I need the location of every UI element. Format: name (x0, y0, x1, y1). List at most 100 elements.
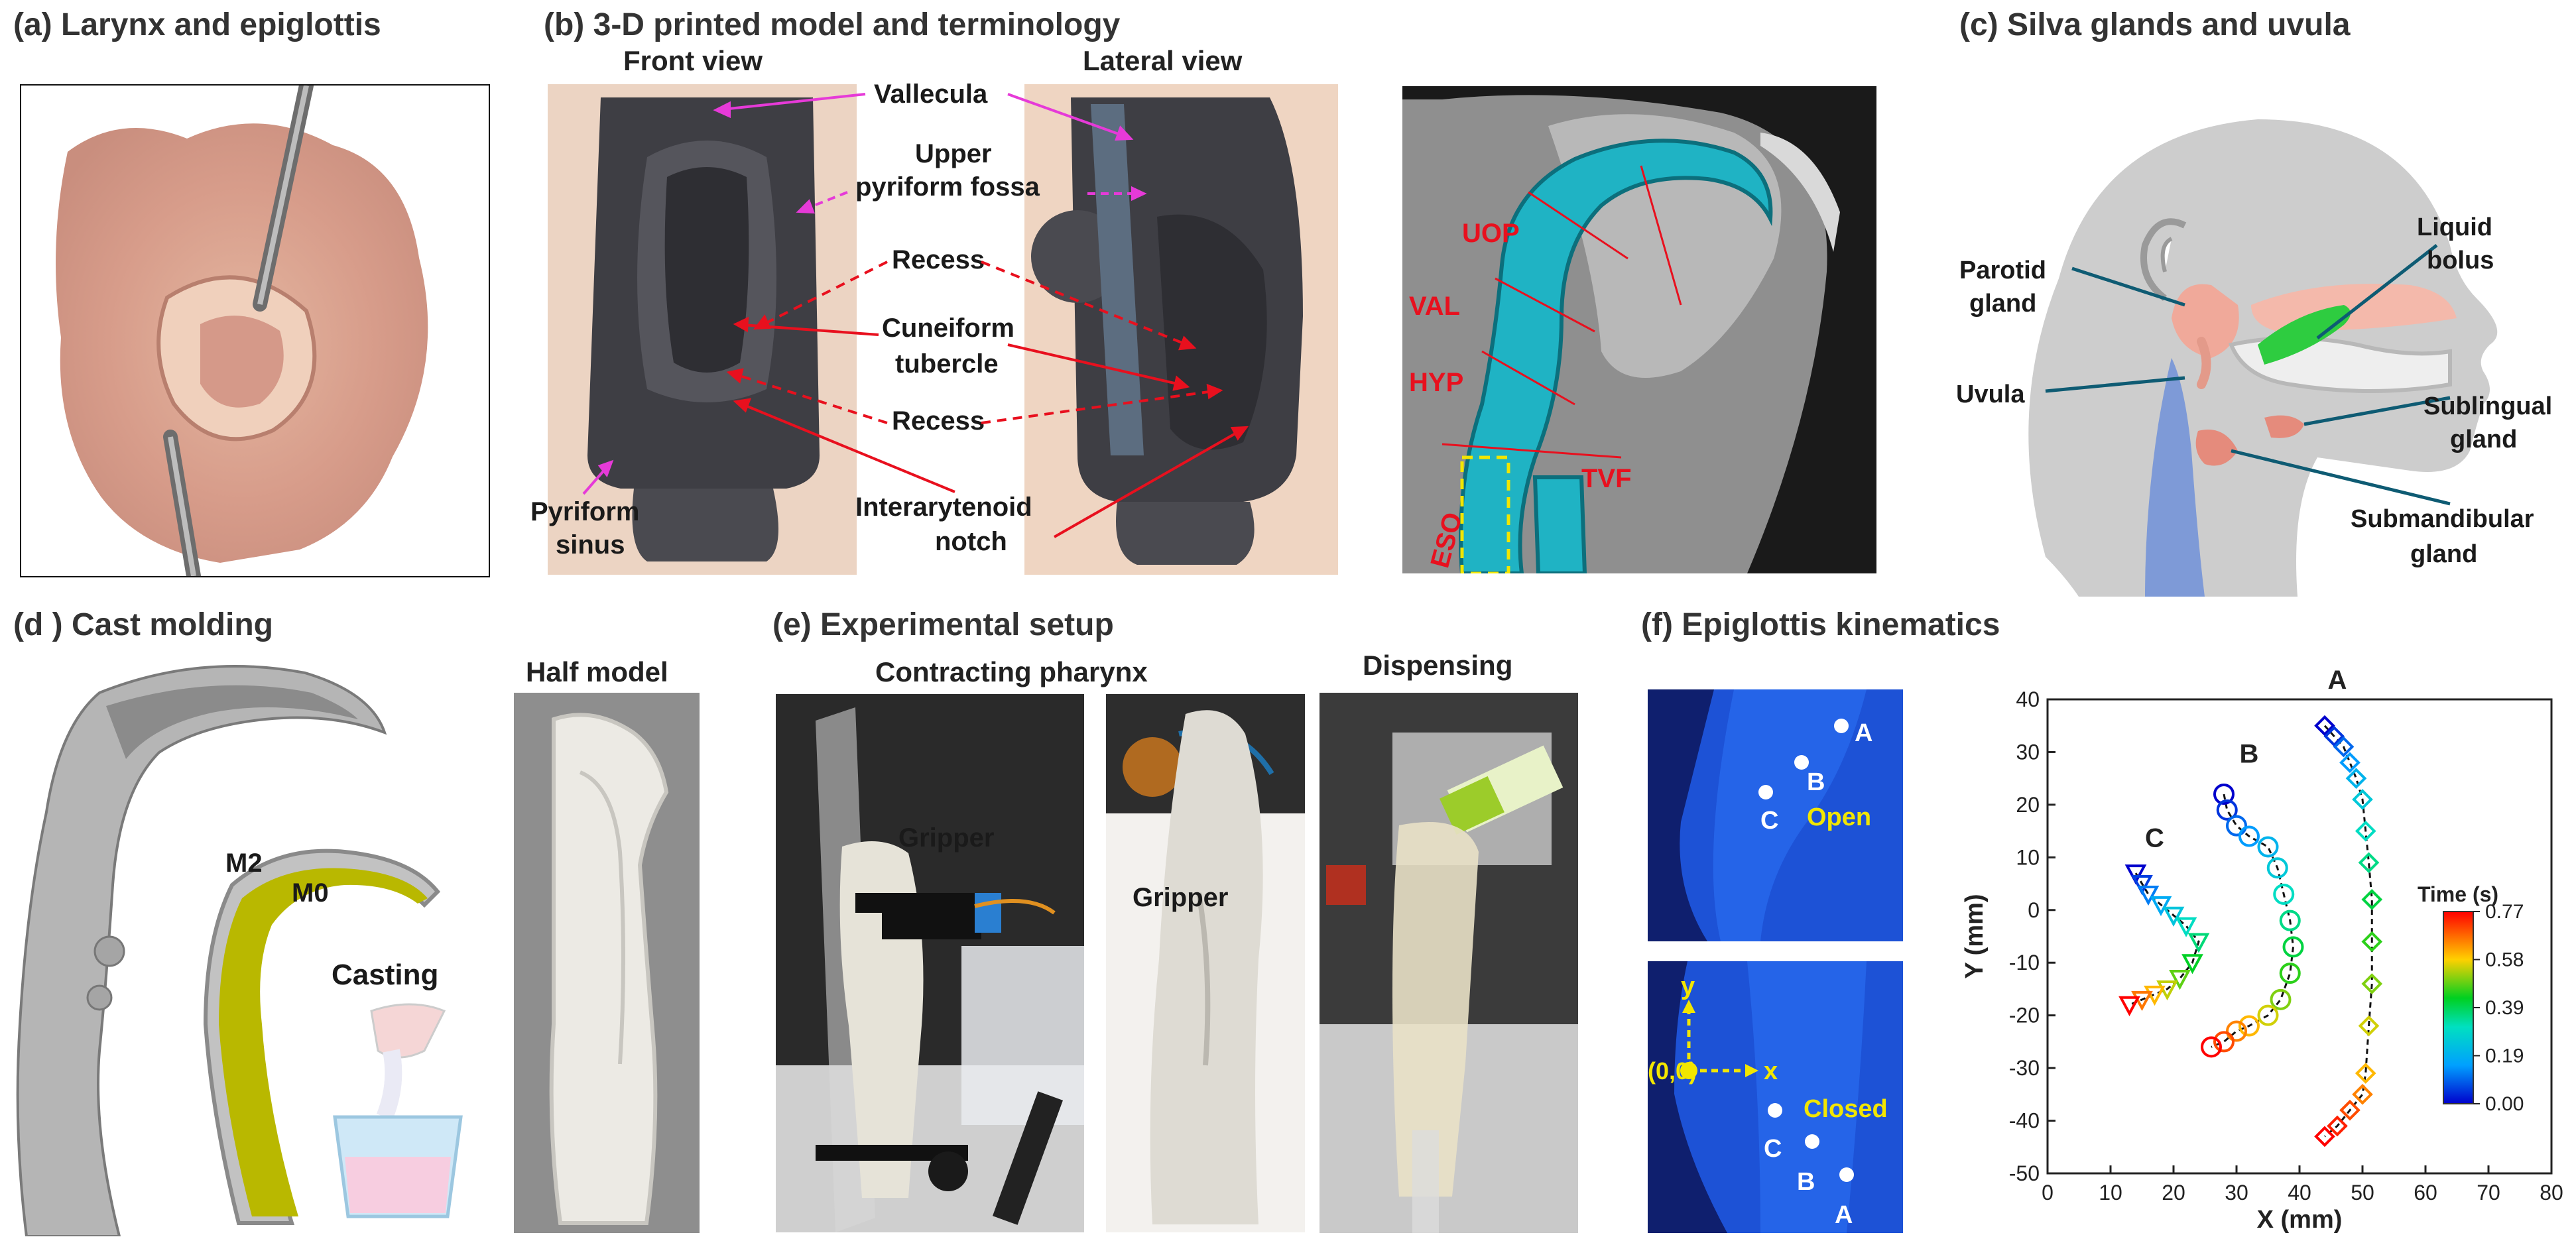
open-label-c: C (1760, 807, 1778, 835)
series-path-a (2323, 725, 2373, 1138)
label-gripper-1: Gripper (898, 823, 994, 853)
marker-c (2131, 875, 2153, 896)
marker-b (2226, 815, 2247, 837)
y-axis-label: Y (mm) (1961, 894, 1989, 978)
marker-b (2257, 1004, 2279, 1026)
label-submandibular: Submandibular (2351, 505, 2534, 533)
label-sinus: sinus (556, 530, 625, 560)
panel-d-title: (d ) Cast molding (13, 607, 273, 642)
y-tick-label: -40 (2009, 1109, 2040, 1133)
marker-c (2150, 896, 2172, 917)
marker-b (2273, 883, 2295, 905)
label-pyriform: Pyriform (530, 497, 640, 526)
marker-a (2333, 736, 2355, 758)
marker-a (2327, 1115, 2348, 1137)
colorbar-tick-label: 0.39 (2485, 997, 2524, 1019)
y-tick-label: 40 (2016, 687, 2040, 711)
marker-c (2181, 954, 2203, 974)
marker-b (2216, 799, 2238, 821)
label-recess-top: Recess (892, 245, 985, 274)
colorbar-gradient (2443, 911, 2474, 1104)
label-uvula: Uvula (1956, 381, 2025, 408)
closed-label-state: Closed (1804, 1095, 1888, 1123)
front-view-label: Front view (623, 45, 763, 76)
larynx-illustration (56, 86, 428, 576)
series-path-c (2128, 872, 2200, 1006)
epiglottis-closed-photo: y x (0,0) Closed C B A (1648, 961, 1903, 1233)
x-tick-label: 20 (2162, 1181, 2185, 1205)
label-pyriform-fossa: pyriform fossa (855, 172, 1040, 202)
closed-label-origin: (0,0) (1648, 1057, 1697, 1085)
larynx-photo (20, 84, 490, 577)
y-tick-label: 10 (2016, 845, 2040, 869)
x-tick-label: 40 (2288, 1181, 2311, 1205)
lateral-view-photo (1024, 84, 1338, 575)
series-label-c: C (2145, 823, 2164, 853)
gripper-setup-photo: Gripper (776, 694, 1084, 1232)
label-recess-bottom: Recess (892, 406, 985, 436)
label-sublingual: Sublingual (2423, 392, 2552, 420)
marker-a (2345, 768, 2367, 789)
marker-b (2266, 857, 2288, 879)
label-interarytenoid: Interarytenoid (855, 493, 1032, 522)
colorbar-tick-label: 0.00 (2485, 1093, 2524, 1115)
marker-b (2279, 963, 2301, 984)
ct-label-uop: UOP (1462, 219, 1520, 248)
label-vallecula: Vallecula (874, 80, 988, 109)
series-label-b: B (2240, 739, 2259, 768)
series-label-a: A (2328, 666, 2347, 695)
closed-label-c: C (1764, 1135, 1782, 1163)
colorbar-tick-label: 0.19 (2485, 1045, 2524, 1067)
label-submandibular-gland: gland (2410, 540, 2477, 568)
label-parotid: Parotid (1959, 257, 2046, 284)
dispensing-label: Dispensing (1363, 650, 1513, 681)
x-tick-label: 30 (2225, 1181, 2248, 1205)
lateral-view-label: Lateral view (1083, 45, 1243, 76)
y-tick-label: 0 (2028, 898, 2040, 922)
marker-a (2361, 889, 2383, 910)
label-m2: M2 (225, 849, 263, 878)
marker-c (2162, 906, 2185, 927)
marker-a (2361, 973, 2383, 994)
label-liquid: Liquid (2417, 213, 2492, 241)
ct-scan: UOP VAL HYP TVF ESO (1402, 86, 1876, 573)
y-tick-label: -50 (2009, 1161, 2040, 1185)
marker-b (2213, 1031, 2235, 1053)
marker-a (2358, 852, 2380, 874)
x-axis-label: X (mm) (2257, 1206, 2343, 1234)
half-model-label: Half model (526, 656, 668, 687)
marker-b (2257, 836, 2279, 858)
label-casting: Casting (332, 959, 438, 991)
plot-frame (2046, 698, 2553, 1175)
marker-c (2175, 917, 2197, 937)
head-diagram: Parotid gland Liquid bolus Uvula Subling… (1956, 119, 2552, 597)
label-bolus: bolus (2427, 247, 2494, 274)
marker-a (2323, 725, 2345, 747)
contracting-pharynx-label: Contracting pharynx (875, 656, 1148, 687)
epiglottis-open-photo: A B C Open (1648, 689, 1903, 941)
label-m0: M0 (292, 878, 329, 908)
panel-a-title: (a) Larynx and epiglottis (13, 7, 381, 42)
open-label-b: B (1807, 768, 1825, 796)
panel-c-title: (c) Silva glands and uvula (1959, 7, 2351, 42)
marker-a (2361, 931, 2383, 953)
marker-c (2137, 885, 2160, 906)
ct-label-tvf: TVF (1581, 464, 1632, 493)
open-label-state: Open (1807, 803, 1871, 831)
marker-a (2355, 1063, 2376, 1084)
marker-a (2339, 752, 2361, 774)
closed-label-y: y (1681, 972, 1695, 1000)
x-tick-label: 10 (2099, 1181, 2122, 1205)
x-tick-label: 0 (2042, 1181, 2054, 1205)
marker-b (2270, 988, 2292, 1010)
colorbar-tick-label: 0.58 (2485, 949, 2524, 971)
marker-a (2352, 1084, 2373, 1105)
marker-a (2355, 820, 2376, 842)
panel-b-title: (b) 3-D printed model and terminology (544, 7, 1121, 42)
marker-b (2279, 910, 2301, 931)
label-parotid-gland: gland (1969, 290, 2036, 318)
marker-b (2239, 1015, 2260, 1037)
panel-f-title: (f) Epiglottis kinematics (1641, 607, 2000, 642)
marker-a (2358, 1015, 2380, 1037)
